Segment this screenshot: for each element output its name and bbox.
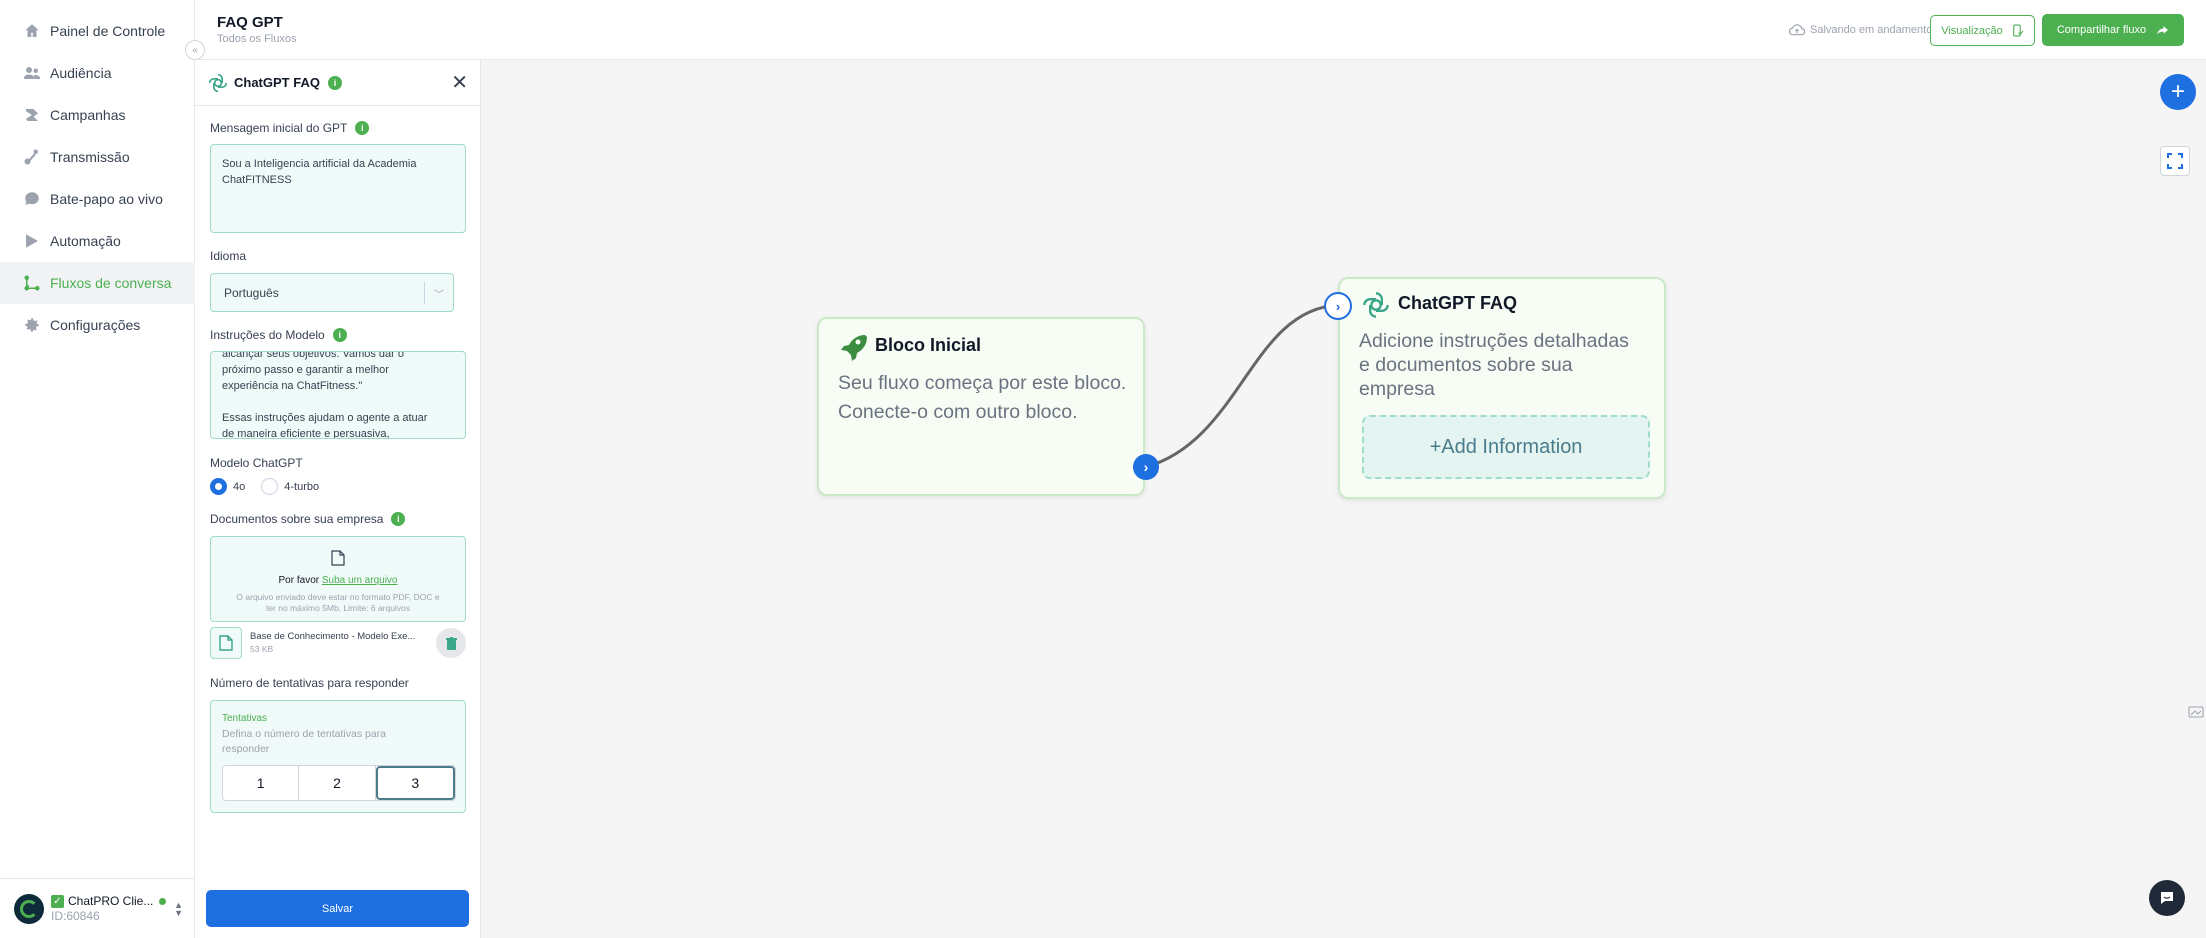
sidebar-item-flows[interactable]: Fluxos de conversa <box>0 262 195 304</box>
users-icon <box>22 63 42 83</box>
account-id: ID:60846 <box>51 908 100 923</box>
file-icon <box>211 550 465 571</box>
info-icon[interactable]: i <box>355 121 370 135</box>
start-block-node[interactable]: Bloco Inicial Seu fluxo começa por este … <box>817 317 1145 496</box>
tries-title: Tentativas <box>222 713 268 724</box>
add-information-button[interactable]: +Add Information <box>1362 415 1650 479</box>
avatar <box>14 893 44 924</box>
account-switcher[interactable]: ✓ ChatPRO Clie... ID:60846 ▲▼ <box>0 878 195 938</box>
radio-4o[interactable] <box>210 478 227 495</box>
tries-option-2[interactable]: 2 <box>299 766 376 800</box>
sidebar-item-label: Painel de Controle <box>50 23 166 39</box>
panel-header: ChatGPT FAQ i ✕ <box>195 60 480 106</box>
tries-option-3[interactable]: 3 <box>375 766 455 800</box>
broadcast-icon <box>22 147 42 167</box>
file-upload-dropzone[interactable]: Por favor Suba um arquivo O arquivo envi… <box>210 536 466 622</box>
model-radio-group: 4o 4-turbo <box>210 478 319 495</box>
chevron-down-icon: ﹀ <box>434 290 444 301</box>
verified-icon: ✓ <box>51 894 64 908</box>
tries-option-1[interactable]: 1 <box>223 766 300 800</box>
sidebar-item-label: Audiência <box>50 65 112 81</box>
tries-card: Tentativas Defina o número de tentativas… <box>210 700 466 813</box>
sidebar-item-dashboard[interactable]: Painel de Controle <box>0 10 195 52</box>
sidebar-item-label: Fluxos de conversa <box>50 275 172 291</box>
chatgpt-faq-node[interactable]: ChatGPT FAQ Adicione instruções detalhad… <box>1338 277 1666 499</box>
panel-title: ChatGPT FAQ <box>234 75 320 90</box>
minimap-icon[interactable] <box>2188 704 2204 720</box>
close-icon[interactable]: ✕ <box>451 72 468 94</box>
info-icon[interactable]: i <box>332 328 347 342</box>
language-label: Idioma <box>210 249 247 263</box>
rocket-icon <box>839 333 867 361</box>
openai-logo-icon <box>1362 291 1390 319</box>
flow-icon <box>22 273 42 293</box>
saving-status: Salvando em andamento <box>1789 23 1932 37</box>
tries-segmented-control: 1 2 3 <box>222 765 456 801</box>
gear-icon <box>22 315 42 335</box>
chevron-updown-icon[interactable]: ▲▼ <box>174 900 183 918</box>
page-title: FAQ GPT <box>217 14 283 31</box>
fullscreen-icon[interactable] <box>2160 146 2190 176</box>
share-flow-button[interactable]: Compartilhar fluxo <box>2042 14 2184 46</box>
automation-icon <box>22 231 42 251</box>
sidebar-item-broadcast[interactable]: Transmissão <box>0 136 195 178</box>
trash-icon[interactable] <box>436 628 466 658</box>
upload-link[interactable]: Suba um arquivo <box>321 575 398 586</box>
info-icon[interactable]: i <box>327 75 342 90</box>
chat-icon <box>22 189 42 209</box>
input-port[interactable]: › <box>1324 292 1352 320</box>
tries-label: Número de tentativas para responder <box>210 676 409 690</box>
sidebar-item-label: Automação <box>50 233 121 249</box>
add-block-button[interactable]: + <box>2160 74 2196 110</box>
share-arrow-icon <box>2157 25 2169 35</box>
online-status-icon <box>159 897 167 905</box>
home-icon <box>22 21 42 41</box>
file-name: Base de Conhecimento - Modelo Exe... <box>250 631 416 642</box>
model-label: Modelo ChatGPT <box>210 456 303 470</box>
save-button[interactable]: Salvar <box>206 890 469 927</box>
sidebar-item-label: Transmissão <box>50 149 130 165</box>
campaign-icon <box>22 105 42 125</box>
header: FAQ GPT Todos os Fluxos Salvando em anda… <box>195 0 2206 60</box>
sidebar-item-campaigns[interactable]: Campanhas <box>0 94 195 136</box>
node-description: Seu fluxo começa por este bloco. Conecte… <box>838 372 1127 423</box>
flow-canvas[interactable]: Bloco Inicial Seu fluxo começa por este … <box>481 60 2206 938</box>
sidebar-item-settings[interactable]: Configurações <box>0 304 195 346</box>
tries-description: Defina o número de tentativas para respo… <box>222 728 387 755</box>
sidebar-item-label: Campanhas <box>50 107 126 123</box>
preview-button[interactable]: Visualização <box>1930 15 2035 46</box>
document-icon <box>210 627 242 659</box>
sidebar-item-audience[interactable]: Audiência <box>0 52 195 94</box>
sidebar-item-label: Bate-papo ao vivo <box>50 191 163 207</box>
collapse-sidebar-button[interactable]: « <box>185 40 205 60</box>
instructions-textarea[interactable]: alcançar seus objetivos. Vamos dar o pró… <box>210 351 466 439</box>
phone-check-icon <box>2012 24 2024 37</box>
info-icon[interactable]: i <box>391 512 406 526</box>
node-description: Adicione instruções detalhadas e documen… <box>1359 330 1629 400</box>
account-name: ChatPRO Clie... <box>68 893 154 908</box>
output-port[interactable]: › <box>1133 454 1159 480</box>
initial-message-textarea[interactable]: Sou a Inteligencia artificial da Academi… <box>210 144 466 233</box>
sidebar-item-automation[interactable]: Automação <box>0 220 195 262</box>
breadcrumb[interactable]: Todos os Fluxos <box>217 33 297 45</box>
node-title: Bloco Inicial <box>875 335 982 355</box>
sidebar-item-label: Configurações <box>50 317 141 333</box>
radio-4-turbo[interactable] <box>261 478 279 495</box>
sidebar-nav: Painel de Controle Audiência Campanhas T… <box>0 10 195 346</box>
file-size: 53 KB <box>250 644 274 654</box>
sidebar: Painel de Controle Audiência Campanhas T… <box>0 0 195 938</box>
node-title: ChatGPT FAQ <box>1398 293 1518 313</box>
support-chat-icon[interactable] <box>2149 880 2185 916</box>
connection-edge <box>1145 303 1339 469</box>
openai-logo-icon <box>208 73 228 93</box>
uploaded-file-row: Base de Conhecimento - Modelo Exe... 53 … <box>210 627 466 659</box>
language-select[interactable]: Português ﹀ <box>210 273 454 312</box>
cloud-icon <box>1789 24 1805 36</box>
sidebar-item-live-chat[interactable]: Bate-papo ao vivo <box>0 178 195 220</box>
